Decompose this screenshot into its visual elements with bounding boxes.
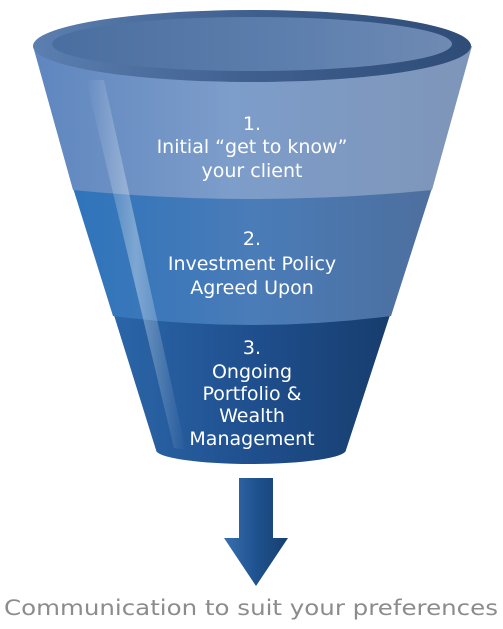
funnel-stage-2-band: [73, 188, 432, 325]
funnel-stage-3-band: [113, 312, 391, 464]
stage-3-line-2: Portfolio &: [202, 383, 301, 405]
caption: Communication to suit your preferences: [4, 596, 498, 620]
funnel-stage-1-band: [33, 46, 472, 199]
stage-3-line-3: Wealth: [219, 405, 285, 427]
stage-2-line-1: Investment Policy: [168, 253, 336, 275]
funnel-highlight: [86, 80, 186, 450]
down-arrow-icon: [224, 478, 288, 586]
stage-2-line-2: Agreed Upon: [190, 277, 314, 299]
stage-2-number: 2.: [243, 228, 261, 250]
stage-1-line-2: your client: [202, 160, 303, 182]
stage-1-number: 1.: [243, 113, 261, 135]
stage-3-number: 3.: [243, 337, 261, 359]
stage-1-line-1: Initial “get to know”: [157, 136, 348, 158]
stage-3-line-1: Ongoing: [212, 361, 292, 383]
funnel-opening: [52, 17, 452, 71]
stage-3-line-4: Management: [189, 428, 314, 450]
